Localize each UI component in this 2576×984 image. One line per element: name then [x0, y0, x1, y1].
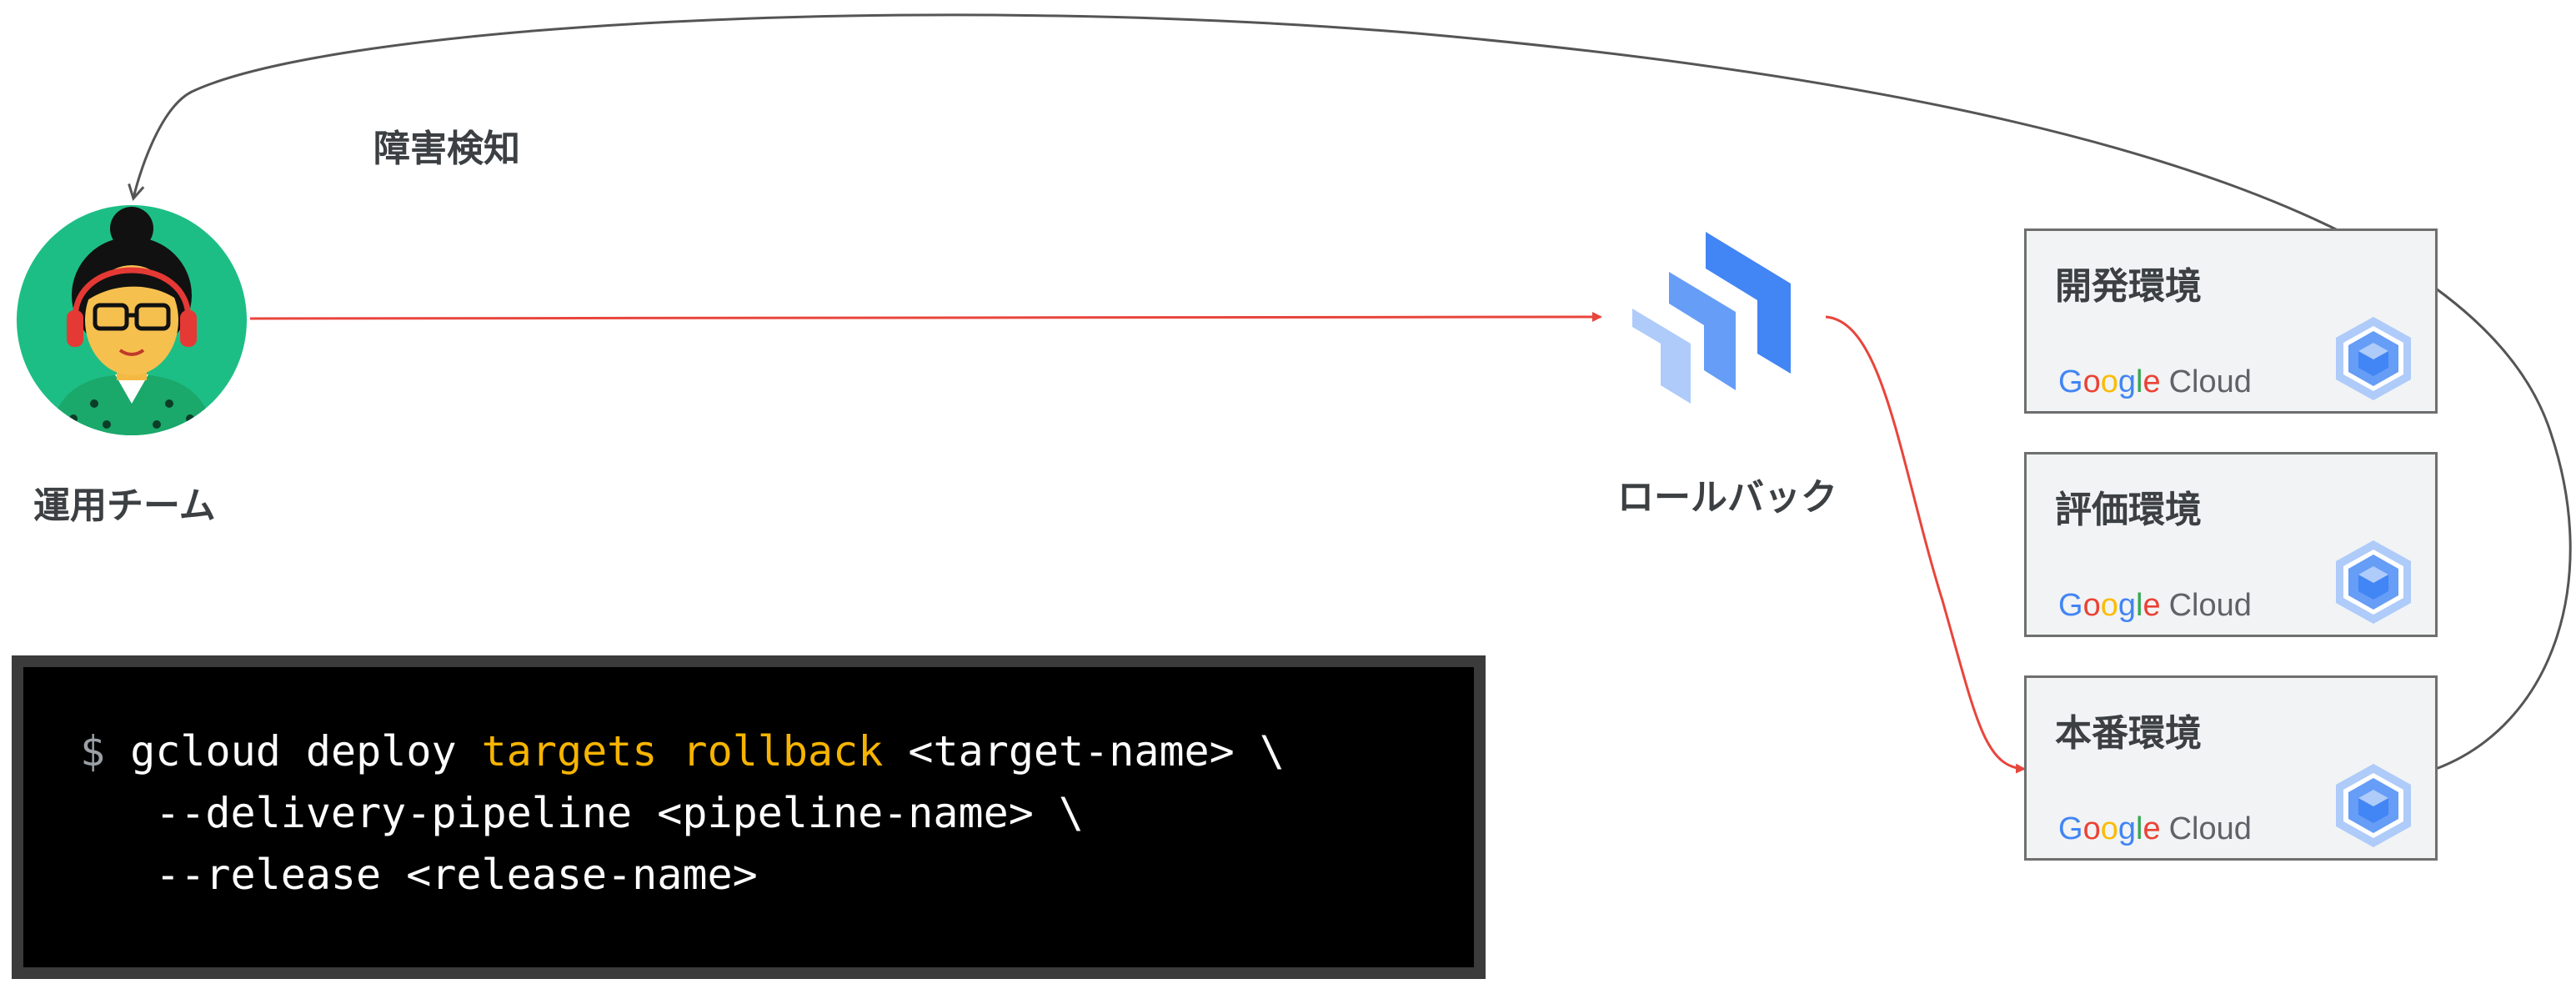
cloud-deploy-icon — [1632, 232, 1791, 404]
env-title-dev: 開発環境 — [2055, 265, 2202, 308]
prompt-symbol: $ — [80, 727, 106, 776]
code-line-3: --release <release-name> — [105, 851, 758, 899]
operator-avatar-icon — [17, 205, 247, 435]
team-to-rollback-arrow — [249, 312, 1602, 323]
code-command: gcloud deploy — [130, 727, 457, 776]
google-cloud-logo-cloud: Cloud — [2168, 364, 2252, 399]
code-args: <target-name> \ — [908, 727, 1285, 776]
gke-icon — [2336, 317, 2411, 400]
gke-icon — [2336, 540, 2411, 624]
ops-team-label: 運用チーム — [33, 484, 216, 527]
rollback-label: ロールバック — [1617, 476, 1837, 519]
rollback-to-production-arrow — [1825, 315, 2026, 774]
google-cloud-logo-cloud: Cloud — [2168, 588, 2252, 623]
env-title-staging: 評価環境 — [2055, 489, 2202, 531]
terminal-panel: $ gcloud deploy targets rollback <target… — [12, 655, 1486, 979]
google-cloud-logo-cloud: Cloud — [2168, 811, 2252, 846]
code-keyword: targets rollback — [481, 727, 884, 776]
gke-icon — [2336, 764, 2411, 847]
code-line-2: --delivery-pipeline <pipeline-name> \ — [105, 789, 1084, 837]
failure-detection-label: 障害検知 — [373, 128, 520, 170]
env-title-production: 本番環境 — [2055, 712, 2202, 755]
code-line-1: $ gcloud deploy targets rollback <target… — [80, 727, 1285, 776]
